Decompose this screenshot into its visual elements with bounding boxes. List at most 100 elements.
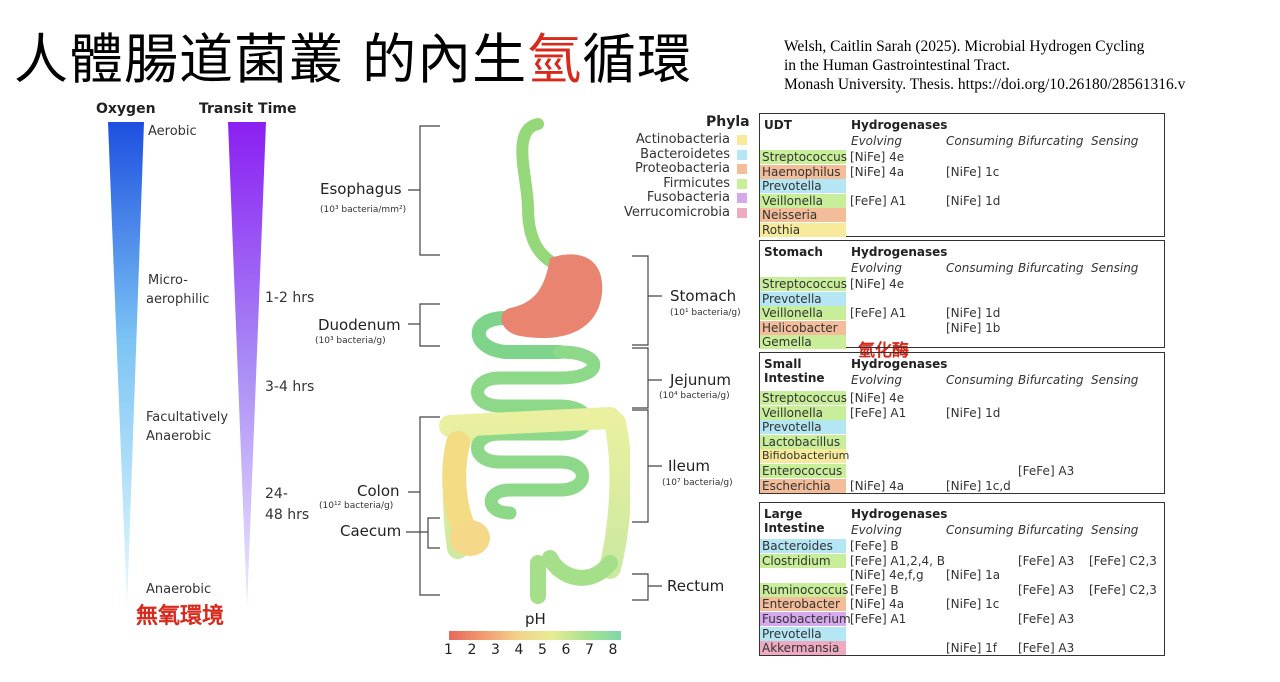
hydrogenase-chinese-annotation: 氫化酶 (858, 341, 909, 361)
evolving-value: [FeFe] B (850, 539, 899, 553)
consuming-value: [NiFe] 1c,d (946, 478, 1011, 493)
evolving-value: [NiFe] 4a (850, 597, 905, 612)
citation-line-3: Monash University. Thesis. https://doi.o… (784, 76, 1186, 93)
facultative-label-2: Anaerobic (146, 429, 212, 444)
transit-gradient-triangle (228, 122, 266, 608)
citation-line-2: in the Human Gastrointestinal Tract. (784, 57, 1011, 74)
table-row-genus: Prevotella (760, 420, 846, 435)
genus-name: Prevotella (762, 179, 822, 194)
phyla-swatch-firmicutes (737, 178, 747, 189)
table-row-genus: Helicobacter (760, 320, 846, 335)
table-row-genus: Lactobacillus (760, 434, 846, 449)
gi-tract-diagram (439, 118, 630, 604)
table-region-label: Small (764, 357, 802, 371)
hydrogenases-header: Hydrogenases (851, 357, 948, 371)
sensing-header: Sensing (1091, 261, 1139, 275)
consuming-header: Consuming (946, 523, 1014, 537)
table-row-genus: Streptococcus (760, 391, 847, 405)
genus-name: Clostridium (762, 553, 831, 568)
evolving-value: [NiFe] 4a (850, 478, 905, 493)
colon-count: (10¹² bacteria/g) (319, 501, 394, 511)
ph-tick-3: 3 (491, 642, 500, 658)
table-row-genus: Clostridium (760, 553, 846, 568)
title-highlight-hydrogen: 氫 (527, 28, 583, 91)
phyla-swatch-proteobacteria (737, 164, 747, 174)
table-row-genus: Enterobacter (760, 597, 846, 612)
phyla-title: Phyla (706, 114, 750, 130)
sigmoid-shape (542, 550, 618, 586)
genus-name: Lactobacillus (762, 434, 841, 449)
esophagus-bracket (408, 125, 440, 256)
consuming-value: [NiFe] 1c (946, 164, 1000, 179)
table-row-genus: Haemophilus (760, 164, 846, 179)
evolving-value: [NiFe] 4e (850, 150, 905, 164)
stomach-label: Stomach (670, 287, 737, 305)
bifurcating-header: Bifurcating (1018, 134, 1084, 148)
consuming-header: Consuming (946, 261, 1014, 275)
bifurcating-header: Bifurcating (1018, 523, 1084, 537)
ph-tick-1: 1 (444, 642, 453, 658)
bifurcating-value: [FeFe] A3 (1018, 464, 1075, 478)
table-row-genus: Gemella (760, 335, 846, 350)
jejunum-bracket (632, 347, 662, 409)
table-region-label-2: Intestine (764, 371, 825, 385)
genus-name: Neisseria (762, 208, 818, 223)
evolving-value: [FeFe] A1 (850, 193, 907, 208)
rectum-label: Rectum (667, 577, 725, 595)
ph-tick-6: 6 (561, 642, 571, 658)
transit-time-header: Transit Time (199, 101, 297, 117)
consuming-value: [NiFe] 1a (946, 568, 1001, 583)
table-row-genus: Veillonella (760, 306, 846, 321)
table-row-genus: Escherichia (760, 478, 846, 493)
table-row-genus: Bacteroides (760, 539, 846, 553)
evolving-header: Evolving (851, 134, 903, 148)
sensing-header: Sensing (1091, 523, 1139, 537)
caecum-label: Caecum (340, 522, 402, 540)
hydrogenases-header: Hydrogenases (851, 507, 948, 521)
evolving-value: [FeFe] A1 (850, 405, 907, 420)
title-part-2: 循環 (582, 28, 693, 91)
duodenum-count: (10³ bacteria/g) (315, 336, 386, 346)
table-row-genus: Neisseria (760, 208, 846, 223)
genus-name: Akkermansia (762, 641, 840, 656)
bifurcating-value: [FeFe] A3 (1018, 553, 1075, 568)
consuming-value: [NiFe] 1b (946, 320, 1001, 335)
caecum-shape (450, 520, 490, 556)
duodenum-label: Duodenum (318, 316, 401, 334)
phyla-swatch-actinobacteria (737, 135, 747, 145)
table-region-label: Large (764, 507, 803, 521)
phyla-item-fusobacteria: Fusobacteria (646, 190, 730, 205)
bifurcating-header: Bifurcating (1018, 373, 1084, 387)
genus-name: Streptococcus (762, 150, 848, 164)
anaerobic-label: Anaerobic (146, 582, 212, 597)
genus-name: Escherichia (762, 478, 831, 493)
facultative-label-1: Facultatively (146, 410, 229, 425)
oxygen-header: Oxygen (96, 101, 156, 117)
bifurcating-value: [FeFe] A3 (1018, 612, 1075, 626)
sensing-header: Sensing (1091, 373, 1139, 387)
phyla-item-actinobacteria: Actinobacteria (635, 132, 730, 147)
transit-3-4-hrs: 3-4 hrs (265, 379, 315, 395)
transit-24-label: 24- (265, 486, 288, 502)
gradient-triangles (108, 122, 266, 608)
table-row-genus: Ruminococcus (760, 582, 848, 597)
genus-name: Prevotella (762, 626, 822, 641)
genus-name: Veillonella (762, 405, 824, 420)
evolving-value: [FeFe] A1 (850, 306, 907, 321)
table-row-genus: Prevotella (760, 626, 846, 641)
right-brackets (632, 255, 662, 601)
table-row-genus: Streptococcus (760, 150, 848, 164)
left-brackets (406, 125, 440, 596)
table-region-label: Stomach (764, 245, 823, 259)
ph-tick-8: 8 (608, 642, 618, 658)
consuming-value: [NiFe] 1d (946, 193, 1001, 208)
genus-name: Enterobacter (762, 597, 840, 612)
evolving-header: Evolving (851, 523, 903, 537)
genus-name: Bifidobacterium (762, 449, 850, 463)
table-row-genus: Rothia (760, 223, 846, 237)
esophagus-count: (10³ bacteria/mm²) (320, 205, 407, 215)
phyla-item-firmicutes: Firmicutes (663, 175, 730, 191)
